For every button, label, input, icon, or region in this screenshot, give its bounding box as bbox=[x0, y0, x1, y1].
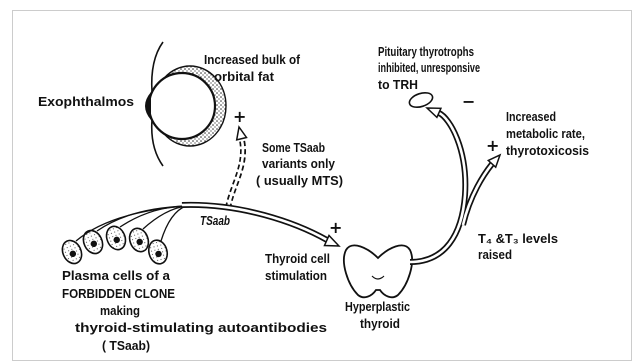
pituitary-label-line3: to TRH bbox=[378, 78, 418, 92]
pituitary-label-line1: Pituitary thyrotrophs bbox=[378, 45, 474, 59]
plasma-cells-label-line2: FORBIDDEN CLONE bbox=[62, 287, 175, 301]
plasma-cell bbox=[103, 224, 129, 253]
variants-label-line3: ( usually MTS) bbox=[256, 174, 343, 188]
plasma-cells-label-line4: thyroid-stimulating autoantibodies bbox=[75, 321, 327, 335]
plasma-cell bbox=[59, 237, 85, 266]
orbital-fat-label-line1: Increased bulk of bbox=[204, 53, 301, 67]
metabolic-label-line1: Increased bbox=[506, 110, 556, 124]
variants-label-line2: variants only bbox=[262, 157, 335, 171]
cornea bbox=[145, 92, 151, 120]
thyroid-stimulation-plus-sign: + bbox=[329, 218, 342, 237]
thyroid-label-line1: Hyperplastic bbox=[345, 300, 410, 314]
plasma-cell bbox=[126, 226, 151, 255]
variants-arrowhead bbox=[237, 127, 247, 140]
metabolic-label-line3: thyrotoxicosis bbox=[506, 144, 589, 158]
plasma-cells-label-line3: making bbox=[100, 304, 140, 318]
thyroid-label-line2: thyroid bbox=[360, 317, 400, 331]
exophthalmos-label: Exophthalmos bbox=[38, 95, 134, 109]
plasma-cell bbox=[80, 227, 106, 256]
variants-dashed-arrow bbox=[228, 127, 247, 208]
tsaab-arrow-label: TSaab bbox=[200, 214, 230, 228]
metabolic-label-line2: metabolic rate, bbox=[506, 127, 585, 141]
variants-label-line1: Some TSaab bbox=[262, 141, 325, 155]
plasma-cells-label-line5: ( TSaab) bbox=[102, 339, 150, 353]
thyroid-gland bbox=[344, 245, 412, 297]
hormones-label-line2: raised bbox=[478, 248, 512, 262]
metabolic-plus-sign: + bbox=[486, 136, 499, 155]
plasma-cell bbox=[146, 238, 170, 266]
plasma-cells-label-line1: Plasma cells of a bbox=[62, 269, 171, 283]
eyeball bbox=[149, 73, 215, 139]
orbital-fat-label-line2: orbital fat bbox=[214, 70, 275, 84]
hormones-label-line1: T₄ &T₃ levels bbox=[478, 232, 558, 246]
pituitary-thyrotroph bbox=[408, 90, 435, 110]
pituitary-label-line2: inhibited, unresponsive bbox=[378, 61, 480, 75]
pituitary-minus-sign: − bbox=[462, 92, 475, 111]
thyroid-stimulation-label-line1: Thyroid cell bbox=[265, 252, 330, 266]
thyroid-stimulation-label-line2: stimulation bbox=[265, 269, 327, 283]
eye-plus-sign: + bbox=[233, 107, 246, 126]
